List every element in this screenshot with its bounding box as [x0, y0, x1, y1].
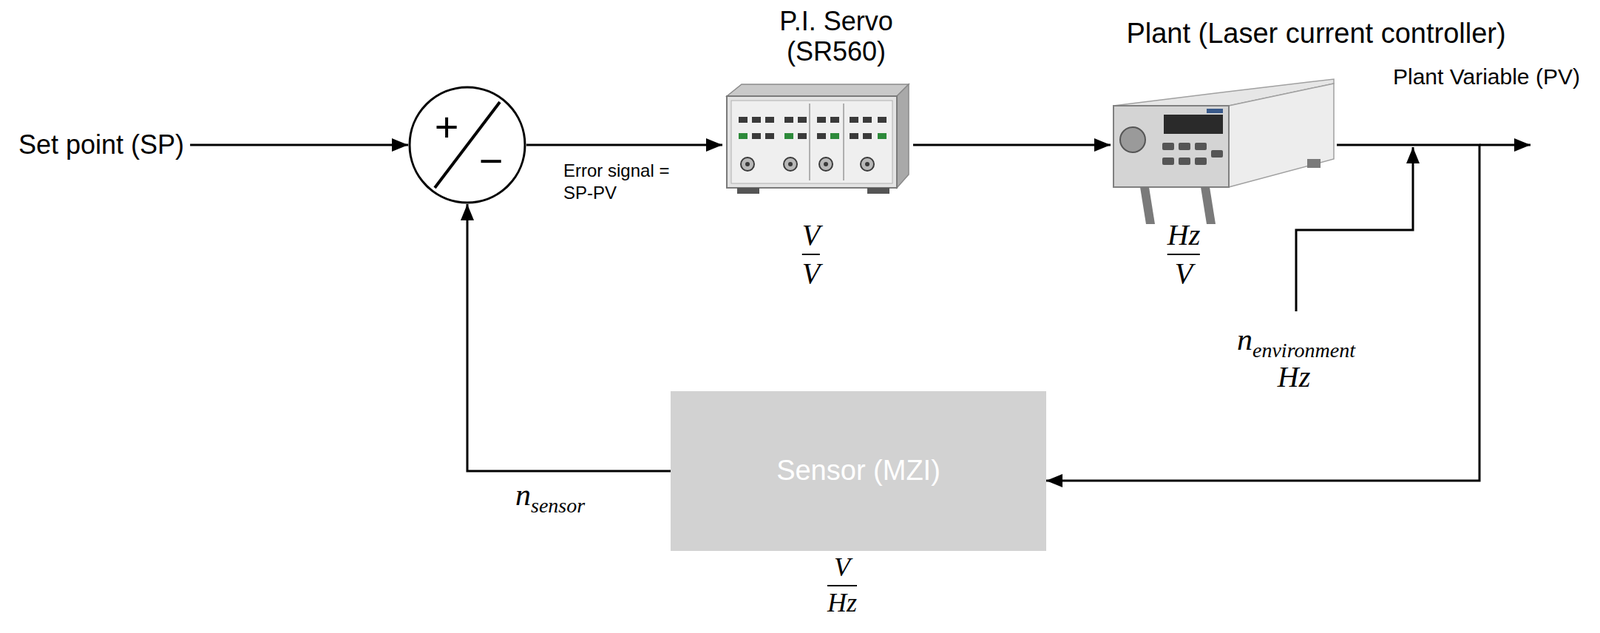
label-text: V — [834, 553, 851, 583]
label-text: V — [802, 257, 820, 290]
servo-foot — [737, 187, 760, 194]
plant-button — [1162, 157, 1175, 165]
servo-button — [765, 133, 775, 140]
servo-button — [862, 116, 872, 123]
plant-button — [1178, 142, 1191, 151]
sensor-box: Sensor (MZI) — [670, 391, 1047, 551]
summing-junction-outline — [408, 85, 527, 205]
plant-side — [1228, 83, 1334, 188]
label-text: V — [802, 218, 820, 252]
servo-button — [797, 133, 807, 140]
servo-button — [849, 116, 859, 123]
servo-illustration — [722, 79, 914, 197]
servo-button — [817, 133, 826, 140]
servo-button — [830, 116, 840, 123]
plant-device: Plant (Laser current controller) — [1110, 76, 1337, 227]
servo-button — [751, 116, 761, 123]
servo-top — [726, 84, 909, 97]
device-title: P.I. Servo (SR560) — [754, 5, 918, 68]
output-wire — [1479, 144, 1531, 147]
minus-sign: − — [479, 140, 504, 182]
servo-front — [726, 96, 897, 188]
bnc-pin — [823, 161, 829, 167]
plant-illustration — [1110, 76, 1337, 227]
servo-button — [797, 116, 807, 123]
junction-circle — [409, 87, 525, 203]
plant-button — [1178, 157, 1191, 165]
servo-panel — [731, 100, 893, 184]
unit-fraction: HzV — [1167, 218, 1200, 290]
signal-connector — [467, 204, 671, 471]
fraction-bar — [827, 584, 857, 587]
plant-logo — [1206, 108, 1223, 114]
bnc-connector — [860, 157, 874, 171]
label-text: sensor — [530, 493, 585, 517]
servo-button — [877, 116, 887, 123]
plus-sign: + — [434, 106, 460, 148]
label-text: n — [1236, 322, 1253, 357]
servo-button — [862, 133, 872, 140]
sensor-text: Sensor (MZI) — [776, 453, 941, 488]
output-label: Plant Variable (PV) — [1392, 63, 1581, 91]
servo-button — [738, 133, 748, 140]
plant-button — [1211, 150, 1223, 158]
label-text: environment — [1252, 338, 1356, 362]
unit-text: Hz — [1277, 360, 1311, 394]
bnc-pin — [865, 161, 870, 167]
device-title: Plant (Laser current controller) — [1126, 17, 1506, 52]
signal-connector — [190, 144, 409, 147]
fraction-bar — [802, 253, 820, 256]
unit-fraction: V Hz — [827, 553, 857, 618]
servo-divider — [808, 103, 811, 181]
bnc-pin — [745, 161, 750, 167]
bnc-connector — [740, 157, 755, 171]
servo-button — [877, 133, 887, 140]
bnc-pin — [788, 161, 793, 167]
fraction-bar — [1167, 253, 1200, 256]
noise-wire — [1296, 147, 1413, 312]
servo-button — [751, 133, 761, 140]
bnc-connector — [819, 157, 833, 171]
setpoint-text: Set point (SP) — [18, 128, 185, 161]
servo-button — [817, 116, 826, 123]
label-text: V — [1174, 257, 1193, 290]
noise-symbol: nsensor — [515, 477, 585, 512]
servo-button — [765, 116, 775, 123]
servo-divider — [842, 103, 845, 181]
plant-foot — [1307, 158, 1321, 168]
signal-connector — [526, 144, 723, 147]
plant-button — [1162, 142, 1175, 151]
servo-button — [830, 133, 840, 140]
label-text: n — [515, 477, 531, 512]
servo-button — [738, 116, 748, 123]
plant-knob — [1120, 127, 1146, 153]
label-text: Hz — [827, 588, 857, 619]
servo-button — [849, 133, 859, 140]
unit-fraction: VV — [802, 218, 820, 290]
plant-leg — [1140, 187, 1155, 225]
noise-symbol: nenvironment — [1236, 322, 1356, 357]
plant-display — [1163, 114, 1223, 134]
signal-connector — [913, 144, 1111, 147]
text-node: Set point (SP) — [12, 125, 191, 164]
bnc-connector — [783, 157, 798, 171]
label-text: Hz — [1167, 218, 1200, 252]
servo-device: P.I. Servo (SR560) — [722, 79, 914, 197]
summing-junction: +− — [408, 85, 527, 205]
plant-button — [1194, 157, 1207, 165]
servo-button — [784, 133, 794, 140]
plant-button — [1194, 142, 1207, 151]
servo-side — [896, 84, 909, 188]
plant-front — [1113, 105, 1229, 188]
signal-connector — [1046, 144, 1480, 481]
servo-foot — [867, 187, 890, 194]
edge-label: Error signal = SP-PV — [563, 159, 704, 205]
plant-leg — [1200, 187, 1216, 225]
servo-button — [784, 116, 794, 123]
